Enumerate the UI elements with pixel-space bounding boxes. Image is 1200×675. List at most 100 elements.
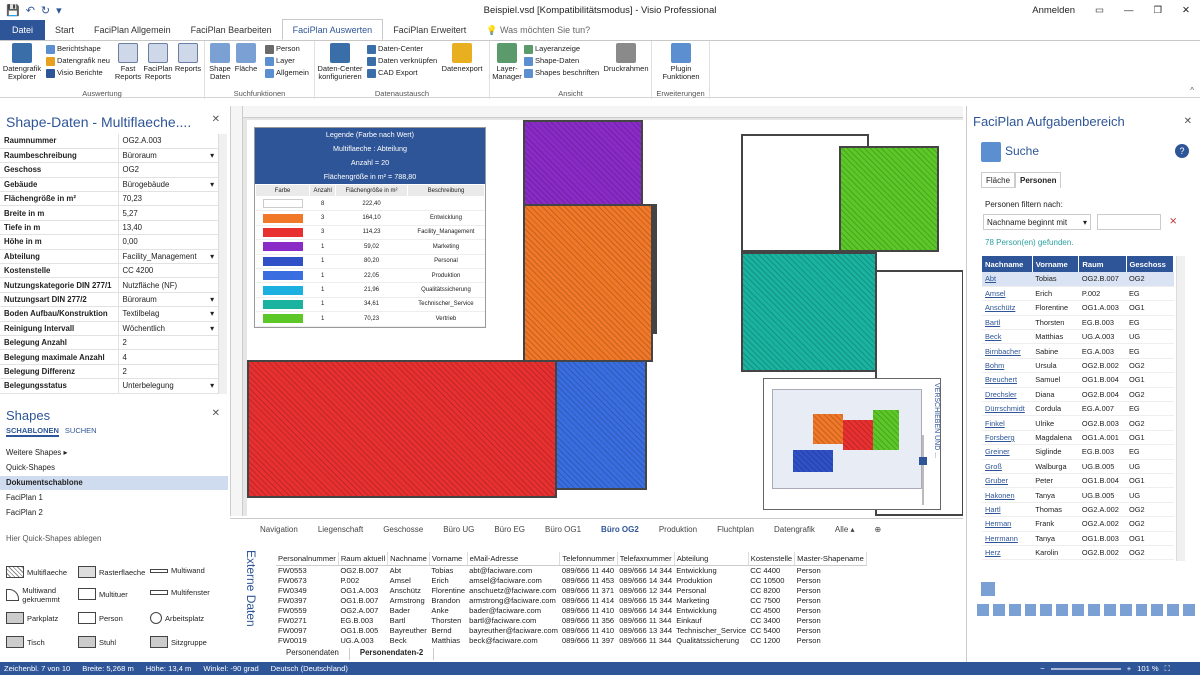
person-name-link[interactable]: Finkel (982, 415, 1033, 431)
daten-verknuepfen-button[interactable]: Daten verknüpfen (367, 56, 437, 66)
person-name-link[interactable]: Greiner (982, 444, 1033, 460)
tool-icon[interactable] (992, 604, 1005, 616)
zoom-slider-thumb[interactable] (919, 457, 927, 465)
sheet-personendaten[interactable]: Personendaten (276, 648, 350, 660)
sheet-personendaten-2[interactable]: Personendaten-2 (350, 648, 435, 660)
property-value[interactable]: OG2 (118, 162, 218, 178)
chevron-down-icon[interactable]: ▾ (210, 381, 214, 391)
person-name-link[interactable]: Dürrschmidt (982, 401, 1033, 417)
room-entwicklung[interactable] (523, 204, 653, 362)
person-name-link[interactable]: Herrmann (982, 531, 1033, 546)
page-tab[interactable]: Navigation (260, 525, 298, 534)
stencil-multiwand[interactable]: Multiwand (150, 566, 205, 575)
tool-icon[interactable] (1024, 604, 1037, 616)
tab-suchen[interactable]: SUCHEN (64, 426, 97, 435)
drawing-canvas[interactable]: VERSCHIEBEN UND ... (230, 106, 963, 516)
daten-center-konfigurieren-button[interactable]: Daten-Center konfigurieren (317, 43, 363, 81)
zoom-level[interactable]: 101 % (1137, 664, 1159, 673)
column-header[interactable]: Vorname (1032, 256, 1080, 272)
property-value[interactable]: 5,27 (118, 205, 218, 221)
person-name-link[interactable]: Hartl (982, 502, 1033, 518)
tab-faciplan-bearbeiten[interactable]: FaciPlan Bearbeiten (190, 25, 272, 35)
help-icon[interactable]: ? (1175, 144, 1189, 158)
property-value[interactable]: Unterbelegung▾ (118, 378, 218, 394)
tab-flaeche[interactable]: Fläche (981, 172, 1016, 188)
tool-icon[interactable] (1135, 604, 1148, 616)
page-tab[interactable]: Büro EG (494, 525, 526, 534)
person-name-link[interactable]: Groß (982, 459, 1033, 474)
maximize-icon[interactable]: ❐ (1153, 4, 1163, 16)
shape-data-scrollbar[interactable] (218, 134, 227, 394)
property-value[interactable]: 2 (118, 364, 218, 380)
person-name-link[interactable]: Drechsler (982, 387, 1033, 403)
tool-icon[interactable] (977, 604, 989, 616)
page-tab[interactable]: Alle ▴ (834, 525, 855, 534)
person-name-link[interactable]: Amsel (982, 286, 1033, 302)
shapes-beschriften-button[interactable]: Shapes beschriften (524, 68, 599, 78)
stencil-multifenster[interactable]: Multifenster (150, 588, 210, 597)
room-facility-management[interactable] (247, 360, 557, 498)
room-technischer-service[interactable] (741, 252, 877, 372)
flaeche-search-button[interactable]: Fläche (233, 43, 259, 73)
more-shapes-item[interactable]: Weitere Shapes ▸ (0, 446, 228, 460)
close-icon[interactable]: ✕ (1183, 116, 1192, 127)
column-header[interactable]: Abteilung (674, 552, 749, 566)
room-vertrieb[interactable] (839, 146, 939, 252)
column-header[interactable]: Nachname (387, 552, 430, 566)
undo-icon[interactable]: ↶ (25, 4, 35, 17)
property-value[interactable]: Facility_Management▾ (118, 249, 218, 265)
room-marketing[interactable] (523, 120, 643, 206)
person-name-link[interactable]: Herman (982, 516, 1033, 532)
property-value[interactable]: 0,00 (118, 234, 218, 250)
status-page[interactable]: Zeichenbl. 7 von 10 (4, 664, 71, 673)
column-header[interactable]: Telefaxnummer (617, 552, 675, 566)
person-name-link[interactable]: Bartl (982, 315, 1033, 331)
tab-faciplan-auswerten[interactable]: FaciPlan Auswerten (281, 19, 384, 40)
collapse-ribbon-icon[interactable]: ^ (1190, 86, 1194, 95)
person-name-link[interactable]: Breuchert (982, 372, 1033, 388)
person-name-link[interactable]: Beck (982, 329, 1033, 345)
person-list-scrollbar[interactable] (1176, 256, 1185, 561)
property-value[interactable]: Textilbelag▾ (118, 306, 218, 322)
chevron-down-icon[interactable]: ▾ (210, 323, 214, 333)
tab-schablonen[interactable]: SCHABLONEN (6, 426, 59, 437)
chevron-down-icon[interactable]: ▾ (210, 151, 214, 161)
column-header[interactable]: Master-Shapename (794, 552, 867, 566)
property-value[interactable]: 70,23 (118, 191, 218, 207)
faciplan-reports-button[interactable]: FaciPlan Reports (142, 43, 174, 81)
layer-search-button[interactable]: Layer (265, 56, 295, 66)
clear-filter-icon[interactable]: ⨯ (1169, 216, 1178, 227)
page-tab[interactable]: Datengrafik (774, 525, 815, 534)
stencil-multiflaeche[interactable]: Multiflaeche (6, 566, 67, 578)
customize-icon[interactable]: ▾ (56, 4, 62, 17)
filter-select[interactable]: Nachname beginnt mit▾ (983, 214, 1091, 230)
stencil-multiwand-gekruemmt[interactable]: Multiwand gekruemmt (6, 586, 74, 604)
datengrafik-neu-button[interactable]: Datengrafik neu (46, 56, 110, 66)
person-tools-icon[interactable] (981, 582, 995, 596)
berichtshape-button[interactable]: Berichtshape (46, 44, 101, 54)
page-tab[interactable]: Fluchtplan (717, 525, 754, 534)
plugin-funktionen-button[interactable]: Plugin Funktionen (658, 43, 704, 81)
close-icon[interactable]: ✕ (1182, 4, 1190, 16)
cad-export-button[interactable]: CAD Export (367, 68, 418, 78)
room-produktion[interactable] (555, 360, 647, 490)
